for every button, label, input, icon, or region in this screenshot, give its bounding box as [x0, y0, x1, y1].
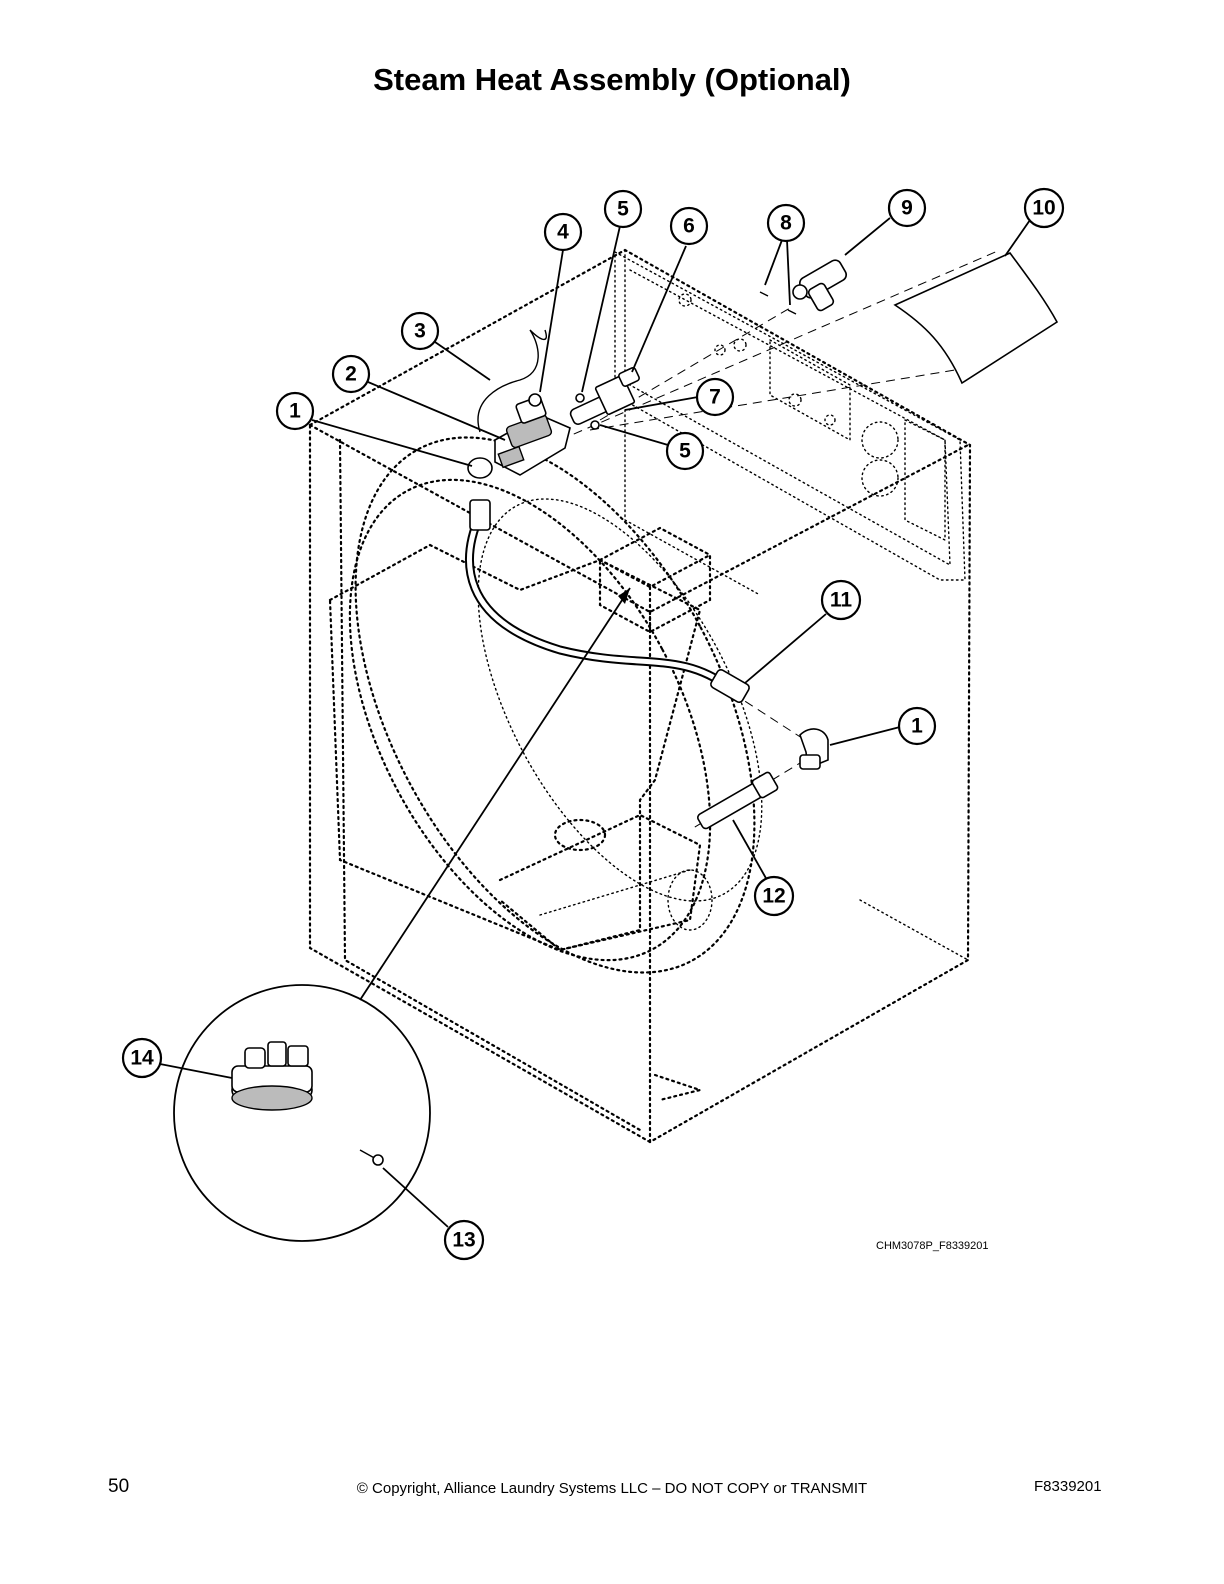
steam-valve-assembly: [467, 291, 797, 479]
document-code: F8339201: [1034, 1478, 1102, 1495]
callout-3: 3: [400, 311, 440, 351]
callout-12: 12: [753, 875, 795, 917]
svg-text:1: 1: [911, 715, 923, 738]
callout-8: 8: [766, 203, 806, 243]
svg-text:7: 7: [709, 386, 721, 409]
elbow-fitting: [799, 728, 829, 770]
steam-nozzle: [697, 771, 779, 830]
svg-text:3: 3: [414, 320, 426, 343]
svg-text:13: 13: [452, 1229, 475, 1252]
svg-text:14: 14: [130, 1047, 154, 1070]
svg-text:11: 11: [830, 589, 853, 612]
svg-text:10: 10: [1032, 197, 1055, 220]
y-strainer: [792, 259, 848, 312]
svg-text:8: 8: [780, 212, 792, 235]
svg-text:12: 12: [762, 885, 785, 908]
leader-lines: [159, 217, 1031, 1228]
callout-1a: 1: [275, 391, 315, 431]
svg-text:4: 4: [557, 221, 569, 244]
callout-1b: 1: [897, 706, 937, 746]
callout-13: 13: [443, 1219, 485, 1261]
svg-text:9: 9: [901, 197, 913, 220]
callout-6: 6: [669, 206, 709, 246]
callout-11: 11: [820, 579, 862, 621]
svg-text:2: 2: [345, 363, 357, 386]
callout-10: 10: [1023, 187, 1065, 229]
steam-hose: [465, 499, 750, 703]
callout-5b: 5: [665, 431, 705, 471]
detail-view: [173, 587, 631, 1242]
callout-9: 9: [887, 188, 927, 228]
copyright-notice: © Copyright, Alliance Laundry Systems LL…: [356, 1480, 868, 1497]
page-title: Steam Heat Assembly (Optional): [373, 62, 851, 97]
callout-4: 4: [543, 212, 583, 252]
dryer-cabinet: [308, 248, 972, 1144]
figure-code: CHM3078P_F8339201: [876, 1240, 989, 1252]
callout-2: 2: [331, 354, 371, 394]
callout-7: 7: [695, 377, 735, 417]
svg-text:1: 1: [289, 400, 301, 423]
label-decal: [893, 252, 1059, 385]
svg-text:6: 6: [683, 215, 695, 238]
svg-text:5: 5: [679, 440, 691, 463]
page-number: 50: [108, 1476, 130, 1497]
callout-5a: 5: [603, 189, 643, 229]
svg-text:5: 5: [617, 198, 629, 221]
callout-14: 14: [121, 1037, 163, 1079]
